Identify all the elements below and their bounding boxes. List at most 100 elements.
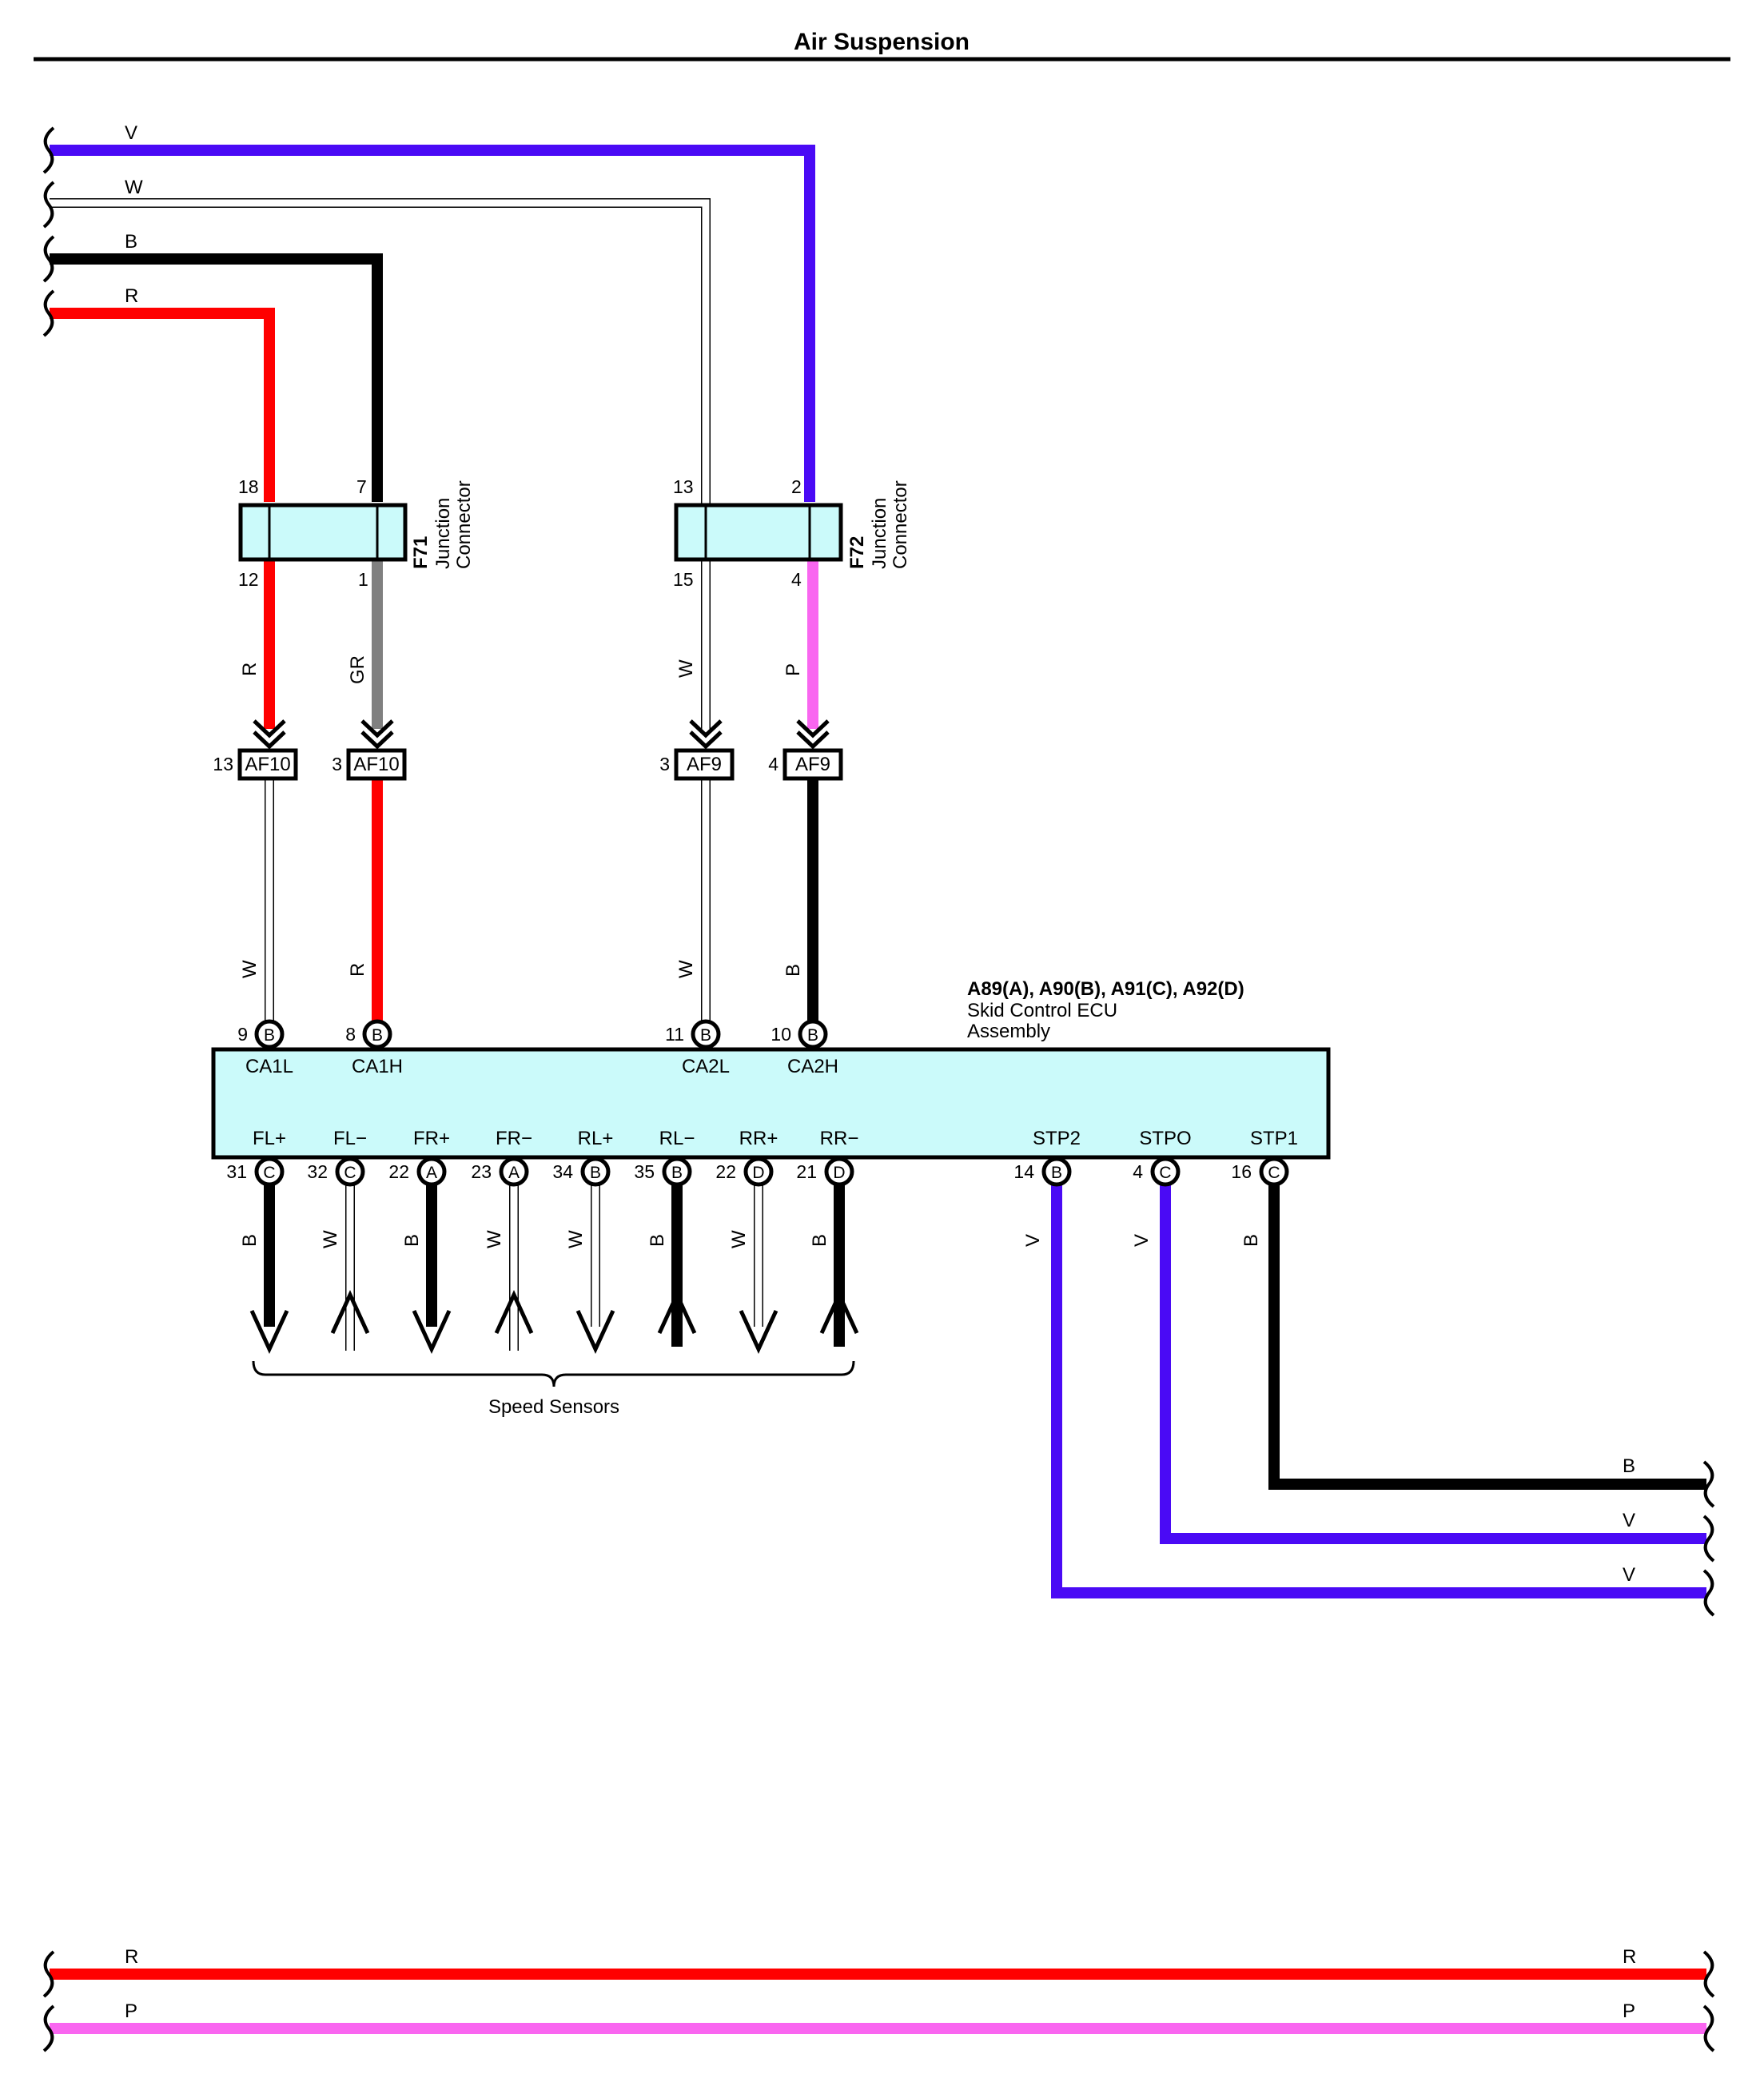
terminal-name: CA1L xyxy=(245,1056,293,1077)
wire-w-entry xyxy=(50,199,710,504)
terminal-connector-letter: C xyxy=(1159,1164,1171,1182)
arrow-down-icon xyxy=(412,1309,452,1355)
wire-break-brace-right xyxy=(1702,1950,1715,2052)
wire-color-label: V xyxy=(125,122,137,144)
wire-color-label: W xyxy=(675,960,697,978)
connector-body xyxy=(674,503,843,562)
wire-break-brace-left xyxy=(42,126,55,337)
wire-color-label: P xyxy=(1623,2000,1635,2022)
wire-color-label: B xyxy=(125,231,137,253)
wire-color-label: B xyxy=(1623,1455,1635,1477)
wire-color-label: R xyxy=(239,663,261,676)
terminal-circle xyxy=(254,1019,285,1049)
wire-color-label: P xyxy=(125,2000,137,2022)
terminal-connector-letter: B xyxy=(700,1026,711,1045)
connector-code: AF10 xyxy=(245,754,290,775)
pin-number: 2 xyxy=(791,476,802,497)
speed-sensor-wire-labels: B W B W W B W B V V B xyxy=(239,1230,1262,1248)
inline-connectors: AF10 13 AF10 3 AF9 3 AF9 4 xyxy=(213,748,843,781)
chevron-down-icon xyxy=(796,719,830,750)
junction-connector-f71: 18 7 12 1 F71 Junction Connector xyxy=(238,476,475,590)
terminal-circle xyxy=(335,1156,365,1187)
terminal-connector-letter: B xyxy=(264,1026,275,1045)
pin-number: 32 xyxy=(307,1161,328,1182)
wire-color-label: W xyxy=(484,1230,505,1248)
connector-name: Junction xyxy=(869,498,890,569)
pin-number: 8 xyxy=(345,1024,356,1045)
terminal-name: STP1 xyxy=(1250,1128,1298,1149)
wire-color-label: R xyxy=(125,1946,138,1968)
mid-wire-labels: R GR W P W R W B xyxy=(239,655,804,978)
arrow-up-icon xyxy=(657,1289,697,1335)
terminal-connector-letter: C xyxy=(263,1164,275,1182)
wire-break-brace-right xyxy=(1702,1460,1715,1617)
pin-number: 4 xyxy=(791,569,802,590)
bottom-bus-wires: R P R P xyxy=(42,1946,1715,2052)
pin-number: 22 xyxy=(388,1161,409,1182)
wire-color-label: W xyxy=(728,1230,750,1248)
terminal-circle xyxy=(254,1156,285,1187)
pin-number: 35 xyxy=(634,1161,655,1182)
connector-code: AF9 xyxy=(795,754,830,775)
terminal-circle xyxy=(1041,1156,1072,1187)
speed-sensors-label: Speed Sensors xyxy=(488,1396,619,1418)
terminal-circle xyxy=(743,1156,774,1187)
connector-name: Connector xyxy=(453,480,475,569)
wire-color-label: B xyxy=(401,1234,423,1247)
wire-color-label: R xyxy=(1623,1946,1636,1968)
connector-af9-box xyxy=(782,748,843,781)
pin-number: 7 xyxy=(356,476,367,497)
wire-color-label: V xyxy=(1623,1564,1635,1586)
terminal-connector-letter: B xyxy=(1051,1164,1062,1182)
wire-color-label: R xyxy=(125,285,138,307)
wire-b-entry xyxy=(50,253,383,502)
left-entry-wires: V W B R xyxy=(42,122,815,504)
connector-id: F71 xyxy=(410,536,432,569)
terminal-circle xyxy=(798,1019,828,1049)
wire-break-brace-left xyxy=(42,1950,55,2052)
speed-sensor-wires xyxy=(264,1183,845,1351)
wire-color-label: W xyxy=(125,177,143,198)
terminal-circle xyxy=(1259,1156,1289,1187)
connector-code: AF9 xyxy=(687,754,722,775)
junction-connector-f72: 13 2 15 4 F72 Junction Connector xyxy=(673,476,911,590)
pin-number: 23 xyxy=(471,1161,492,1182)
terminal-name: FR+ xyxy=(413,1128,450,1149)
wire-color-label: W xyxy=(239,960,261,978)
pin-number: 31 xyxy=(226,1161,247,1182)
pin-number: 3 xyxy=(332,754,342,774)
ecu-input-wires xyxy=(265,779,818,1021)
wire-color-label: B xyxy=(239,1234,261,1247)
ecu-codes: A89(A), A90(B), A91(C), A92(D) xyxy=(967,978,1244,1000)
mid-wires xyxy=(264,559,818,729)
arrow-up-icon xyxy=(819,1289,859,1335)
arrow-down-icon xyxy=(249,1309,289,1355)
connector-body xyxy=(238,503,408,562)
ecu-name: Skid Control ECU xyxy=(967,1000,1117,1021)
chevron-down-icon xyxy=(689,719,723,750)
wire-color-label: V xyxy=(1022,1234,1044,1247)
pin-number: 4 xyxy=(768,754,778,774)
connector-name: Connector xyxy=(890,480,911,569)
wire-color-label: P xyxy=(782,663,804,676)
terminal-name: CA2H xyxy=(787,1056,838,1077)
terminal-connector-letter: B xyxy=(372,1026,383,1045)
connector-id: F72 xyxy=(846,536,868,569)
terminal-connector-letter: D xyxy=(752,1164,764,1182)
chevron-down-icon xyxy=(253,719,286,750)
terminal-circle xyxy=(691,1019,721,1049)
pin-number: 11 xyxy=(665,1024,684,1045)
wire-v-stp2 xyxy=(1051,1183,1706,1598)
terminal-name: FL+ xyxy=(253,1128,286,1149)
speed-sensors-brace xyxy=(252,1360,855,1387)
terminal-name: FL− xyxy=(333,1128,367,1149)
arrow-down-icon xyxy=(739,1309,778,1355)
ecu-label: A89(A), A90(B), A91(C), A92(D) Skid Cont… xyxy=(967,978,1244,1042)
terminal-name: RL+ xyxy=(578,1128,614,1149)
pin-number: 13 xyxy=(673,476,694,497)
pin-number: 9 xyxy=(237,1024,248,1045)
wire-color-label: B xyxy=(1240,1234,1262,1247)
wire-color-label: GR xyxy=(347,655,368,684)
arrow-up-icon xyxy=(330,1289,370,1335)
terminal-connector-letter: D xyxy=(833,1164,845,1182)
